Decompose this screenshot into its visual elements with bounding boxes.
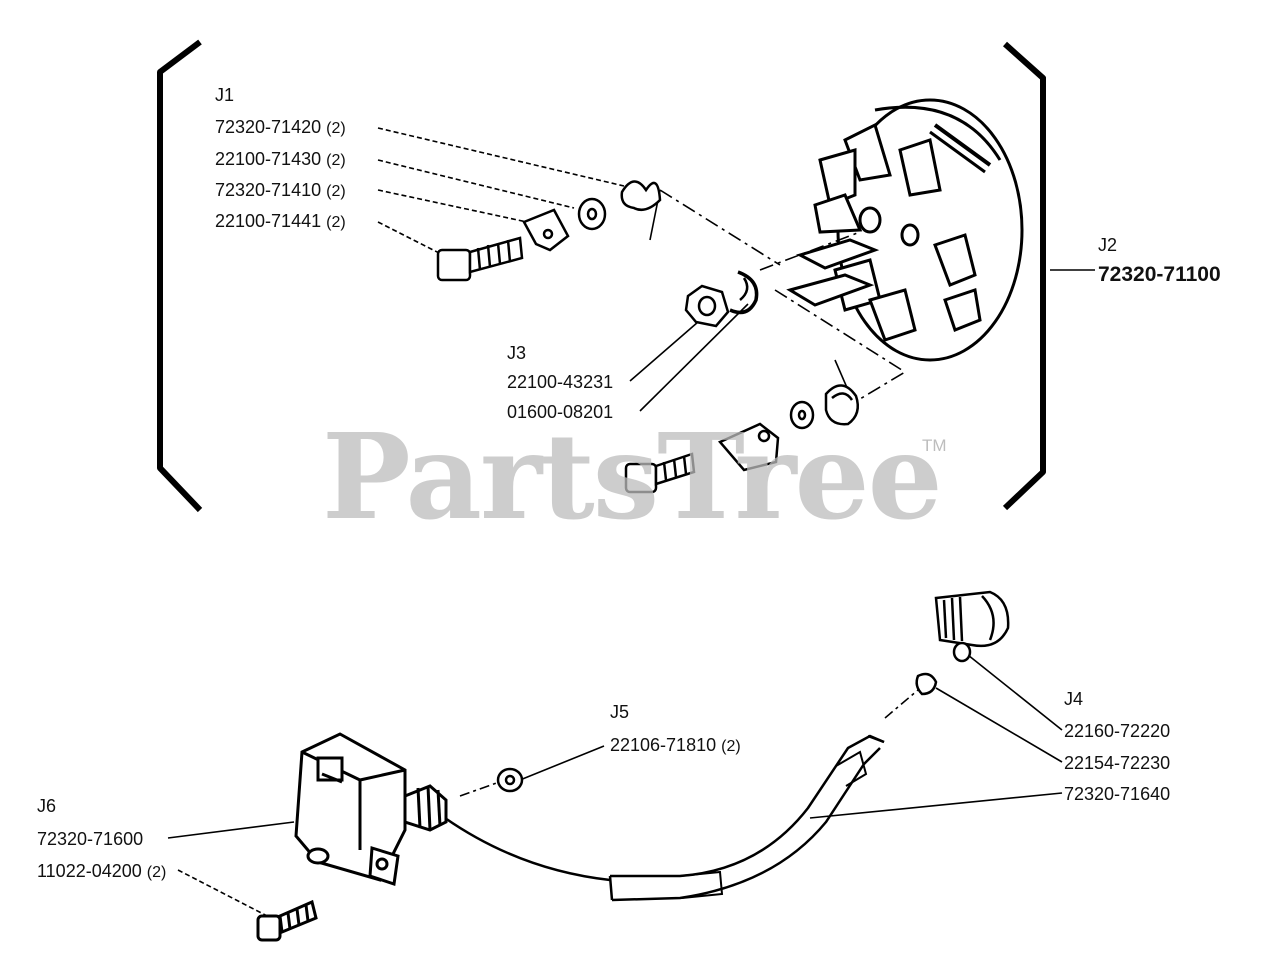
group-label-j6: J6 — [37, 796, 57, 816]
part-number: 22100-71430 — [215, 149, 322, 169]
part-quantity: (2) — [721, 738, 741, 755]
part-label-22100-71441[interactable]: 22100-71441 (2) — [215, 212, 346, 231]
group-label-j4: J4 — [1064, 689, 1084, 709]
group-label-j2: J2 — [1098, 235, 1118, 255]
part-label-72320-71410[interactable]: 72320-71410 (2) — [215, 181, 346, 200]
group-label-j5: J5 — [610, 702, 630, 722]
j1-hardware — [436, 180, 662, 282]
left-bracket — [157, 39, 203, 513]
part-number: 72320-71420 — [215, 117, 322, 137]
part-quantity: (2) — [146, 864, 167, 881]
right-bracket — [1002, 41, 1046, 511]
part-number: 22160-72220 — [1064, 721, 1171, 741]
part-label-22100-71430[interactable]: 22100-71430 (2) — [215, 150, 346, 169]
part-quantity: (2) — [326, 120, 346, 137]
part-label-72320-71420[interactable]: 72320-71420 (2) — [215, 118, 346, 137]
part-number: 72320-71410 — [215, 180, 322, 200]
part-label-22160-72220[interactable]: 22160-72220 — [1064, 722, 1170, 740]
part-label-22106-71810[interactable]: 22106-71810 (2) — [610, 736, 741, 755]
part-number: 22100-43231 — [507, 372, 614, 392]
part-label-22154-72230[interactable]: 22154-72230 — [1064, 754, 1170, 772]
j4-parts — [915, 590, 1010, 696]
part-label-72320-71600[interactable]: 72320-71600 — [37, 830, 143, 848]
ignition-coil-illustration — [256, 732, 448, 942]
j3-hardware — [684, 270, 759, 328]
part-number: 22154-72230 — [1064, 753, 1171, 773]
part-quantity: (2) — [326, 183, 346, 200]
part-label-72320-71640[interactable]: 72320-71640 — [1064, 785, 1170, 803]
part-quantity: (2) — [326, 214, 346, 231]
part-number: 11022-04200 — [37, 861, 142, 881]
lower-hardware — [624, 384, 859, 494]
part-label-11022-04200[interactable]: 11022-04200 (2) — [37, 862, 166, 881]
group-label-j3: J3 — [507, 343, 527, 363]
part-quantity: (2) — [326, 152, 346, 169]
leader-lines — [167, 127, 1095, 921]
part-label-01600-08201[interactable]: 01600-08201 — [507, 403, 613, 421]
partstree-watermark: PartsTree — [322, 407, 943, 546]
part-number: 72320-71100 — [1098, 263, 1221, 286]
trademark-symbol: TM — [922, 436, 947, 455]
part-number: 72320-71600 — [37, 829, 144, 849]
part-label-72320-71100[interactable]: 72320-71100 — [1098, 264, 1221, 285]
part-number: 22106-71810 — [610, 735, 717, 755]
group-label-j1: J1 — [215, 85, 235, 105]
ignition-cable — [444, 734, 885, 902]
part-number: 01600-08201 — [507, 402, 614, 422]
part-label-22100-43231[interactable]: 22100-43231 — [507, 373, 613, 391]
part-number: 72320-71640 — [1064, 784, 1171, 804]
flywheel-illustration — [786, 98, 1024, 362]
part-number: 22100-71441 — [215, 211, 322, 231]
j5-grommet — [496, 767, 524, 793]
